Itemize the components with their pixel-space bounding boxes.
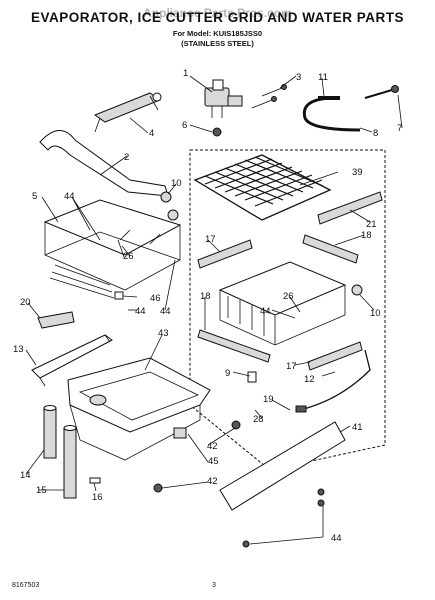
callout-2: 2 (124, 152, 129, 163)
callout-8: 8 (373, 128, 378, 139)
callout-1: 1 (183, 68, 188, 79)
cutter-grid (193, 154, 332, 221)
callout-6: 6 (182, 120, 187, 131)
screw (242, 540, 250, 548)
callout-45: 45 (208, 456, 219, 467)
callout-3: 3 (296, 72, 301, 83)
leader-lines (25, 75, 403, 545)
callout-labels: 1 2 3 4 5 6 7 8 9 10 10 11 12 13 14 15 1… (13, 68, 402, 544)
nut (160, 191, 172, 203)
side-rail (197, 239, 253, 269)
screw (231, 420, 241, 430)
screw (317, 499, 325, 507)
callout-10: 10 (370, 308, 381, 319)
callout-43: 43 (158, 328, 169, 339)
callout-21: 21 (366, 219, 377, 230)
callout-18: 18 (361, 230, 372, 241)
bottom-rail (307, 341, 363, 371)
callout-10: 10 (171, 178, 182, 189)
callout-44: 44 (260, 306, 271, 317)
callout-44: 44 (64, 191, 75, 202)
small-bracket (37, 311, 75, 329)
callout-13: 13 (13, 344, 24, 355)
callout-17: 17 (205, 234, 216, 245)
callout-17: 17 (286, 361, 297, 372)
callout-28: 28 (253, 414, 264, 425)
nut (351, 284, 363, 296)
doc-number: 8167503 (12, 582, 40, 589)
heater-strip (317, 191, 383, 225)
callout-26: 26 (123, 251, 134, 262)
tube-fitting (364, 89, 393, 99)
model-line: For Model: KUIS185JSS0 (172, 29, 263, 38)
screw (153, 483, 163, 493)
filter-cylinder (43, 405, 57, 459)
wire-harness (299, 349, 371, 411)
water-tube (302, 96, 361, 132)
watermark: Appliance Parts Pros.com (143, 6, 292, 20)
callout-39: 39 (352, 167, 363, 178)
callout-41: 41 (352, 422, 363, 433)
nut (167, 209, 179, 221)
support-bracket (39, 130, 169, 197)
cutter-handle (93, 92, 162, 133)
cutter-rail (31, 334, 113, 379)
callout-4: 4 (149, 128, 154, 139)
callout-16: 16 (92, 492, 103, 503)
valve-screws (251, 84, 287, 109)
label-tab (89, 477, 101, 484)
callout-11: 11 (318, 72, 328, 83)
side-rail (302, 234, 359, 264)
ice-bin (67, 357, 211, 461)
drain-tube (63, 425, 77, 499)
grid-assembly-boundary (189, 149, 386, 471)
callout-46: 46 (150, 293, 161, 304)
clip (114, 291, 124, 300)
page-title: EVAPORATOR, ICE CUTTER GRID AND WATER PA… (30, 10, 404, 25)
screw (317, 488, 325, 496)
callout-14: 14 (20, 470, 31, 481)
callout-7: 7 (397, 123, 402, 134)
callout-19: 19 (263, 394, 274, 405)
evaporator-frame (43, 199, 182, 299)
callout-44: 44 (160, 306, 171, 317)
callout-5: 5 (32, 191, 37, 202)
callout-9: 9 (225, 368, 230, 379)
callout-44: 44 (331, 533, 342, 544)
water-valve (204, 79, 243, 118)
clip (247, 371, 257, 383)
grid-frame (218, 261, 347, 346)
callout-18: 18 (200, 291, 211, 302)
callout-12: 12 (304, 374, 315, 385)
callout-26: 26 (283, 291, 294, 302)
front-panel (219, 421, 346, 511)
washer (212, 127, 222, 137)
finish-line: (STAINLESS STEEL) (181, 39, 254, 48)
callout-42: 42 (207, 476, 218, 487)
bottom-rail (197, 329, 271, 363)
callout-44: 44 (135, 306, 146, 317)
callout-42: 42 (207, 441, 218, 452)
page-number: 3 (212, 582, 216, 589)
foot (173, 427, 187, 439)
callout-20: 20 (20, 297, 31, 308)
callout-15: 15 (36, 485, 47, 496)
